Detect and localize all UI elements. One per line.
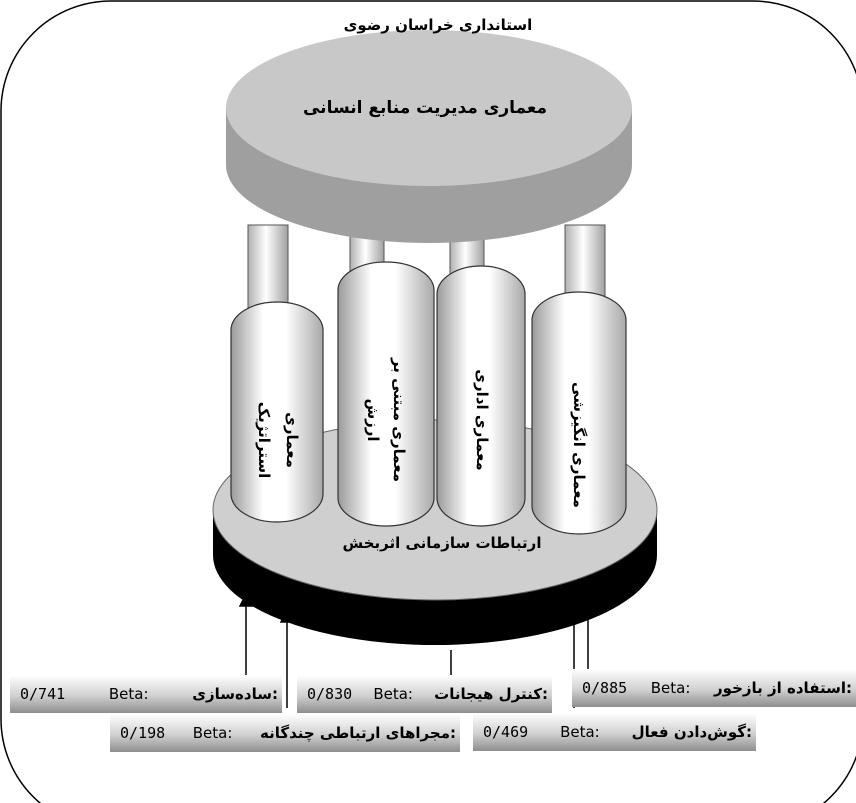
factor-value: 0/198 (120, 724, 166, 742)
pillar-3-label: معماری اداری (473, 369, 491, 470)
pillar-4 (531, 291, 627, 535)
factor-beta-label: Beta: (192, 724, 233, 742)
factor-box-emotion-control: 0/830 Beta: کنترل هیجانات: (297, 675, 552, 713)
factor-box-simplification: 0/741 Beta: ساده‌سازی: (10, 675, 282, 713)
factor-label: کنترل هیجانات: (434, 685, 548, 703)
factor-label: مجراهای ارتباطی چندگانه: (260, 724, 456, 742)
factor-value: 0/469 (483, 723, 529, 741)
pillar-2-line2: ارزش (364, 398, 382, 441)
pillar-1-line2: استراتژیک (255, 402, 273, 478)
factor-label: استفاده از بازخور: (714, 679, 852, 697)
pillar-2-line1: معماری مبتنی بر (390, 357, 408, 482)
pillar-2 (337, 261, 435, 527)
factor-beta-label: Beta: (373, 685, 413, 703)
top-disc (226, 30, 632, 243)
pillar-1-line1: معماری (283, 412, 301, 468)
factor-box-multiple-channels: 0/198 Beta: مجراهای ارتباطی چندگانه: (110, 714, 460, 752)
factor-box-feedback: 0/885 Beta: استفاده از بازخور: (572, 669, 856, 707)
factor-value: 0/830 (307, 685, 353, 703)
factor-beta-label: Beta: (560, 723, 600, 741)
pillar-1 (230, 301, 324, 523)
factor-beta-label: Beta: (650, 679, 691, 697)
factor-box-active-listening: 0/469 Beta: گوش‌دادن فعال: (473, 713, 756, 751)
factor-beta-label: Beta: (108, 685, 149, 703)
factor-label: گوش‌دادن فعال: (631, 723, 752, 741)
factor-value: 0/741 (20, 685, 66, 703)
top-disc-label: معماری مدیریت منابع انسانی (303, 98, 547, 118)
factor-value: 0/885 (582, 679, 628, 697)
base-disc-label: ارتباطات سازمانی اثربخش (343, 534, 542, 552)
factor-label: ساده‌سازی: (192, 685, 278, 703)
pillar-3 (436, 265, 526, 527)
diagram-title: استانداری خراسان رضوی (344, 16, 533, 34)
pillar-4-label: معماری انگیزشی (570, 382, 588, 508)
